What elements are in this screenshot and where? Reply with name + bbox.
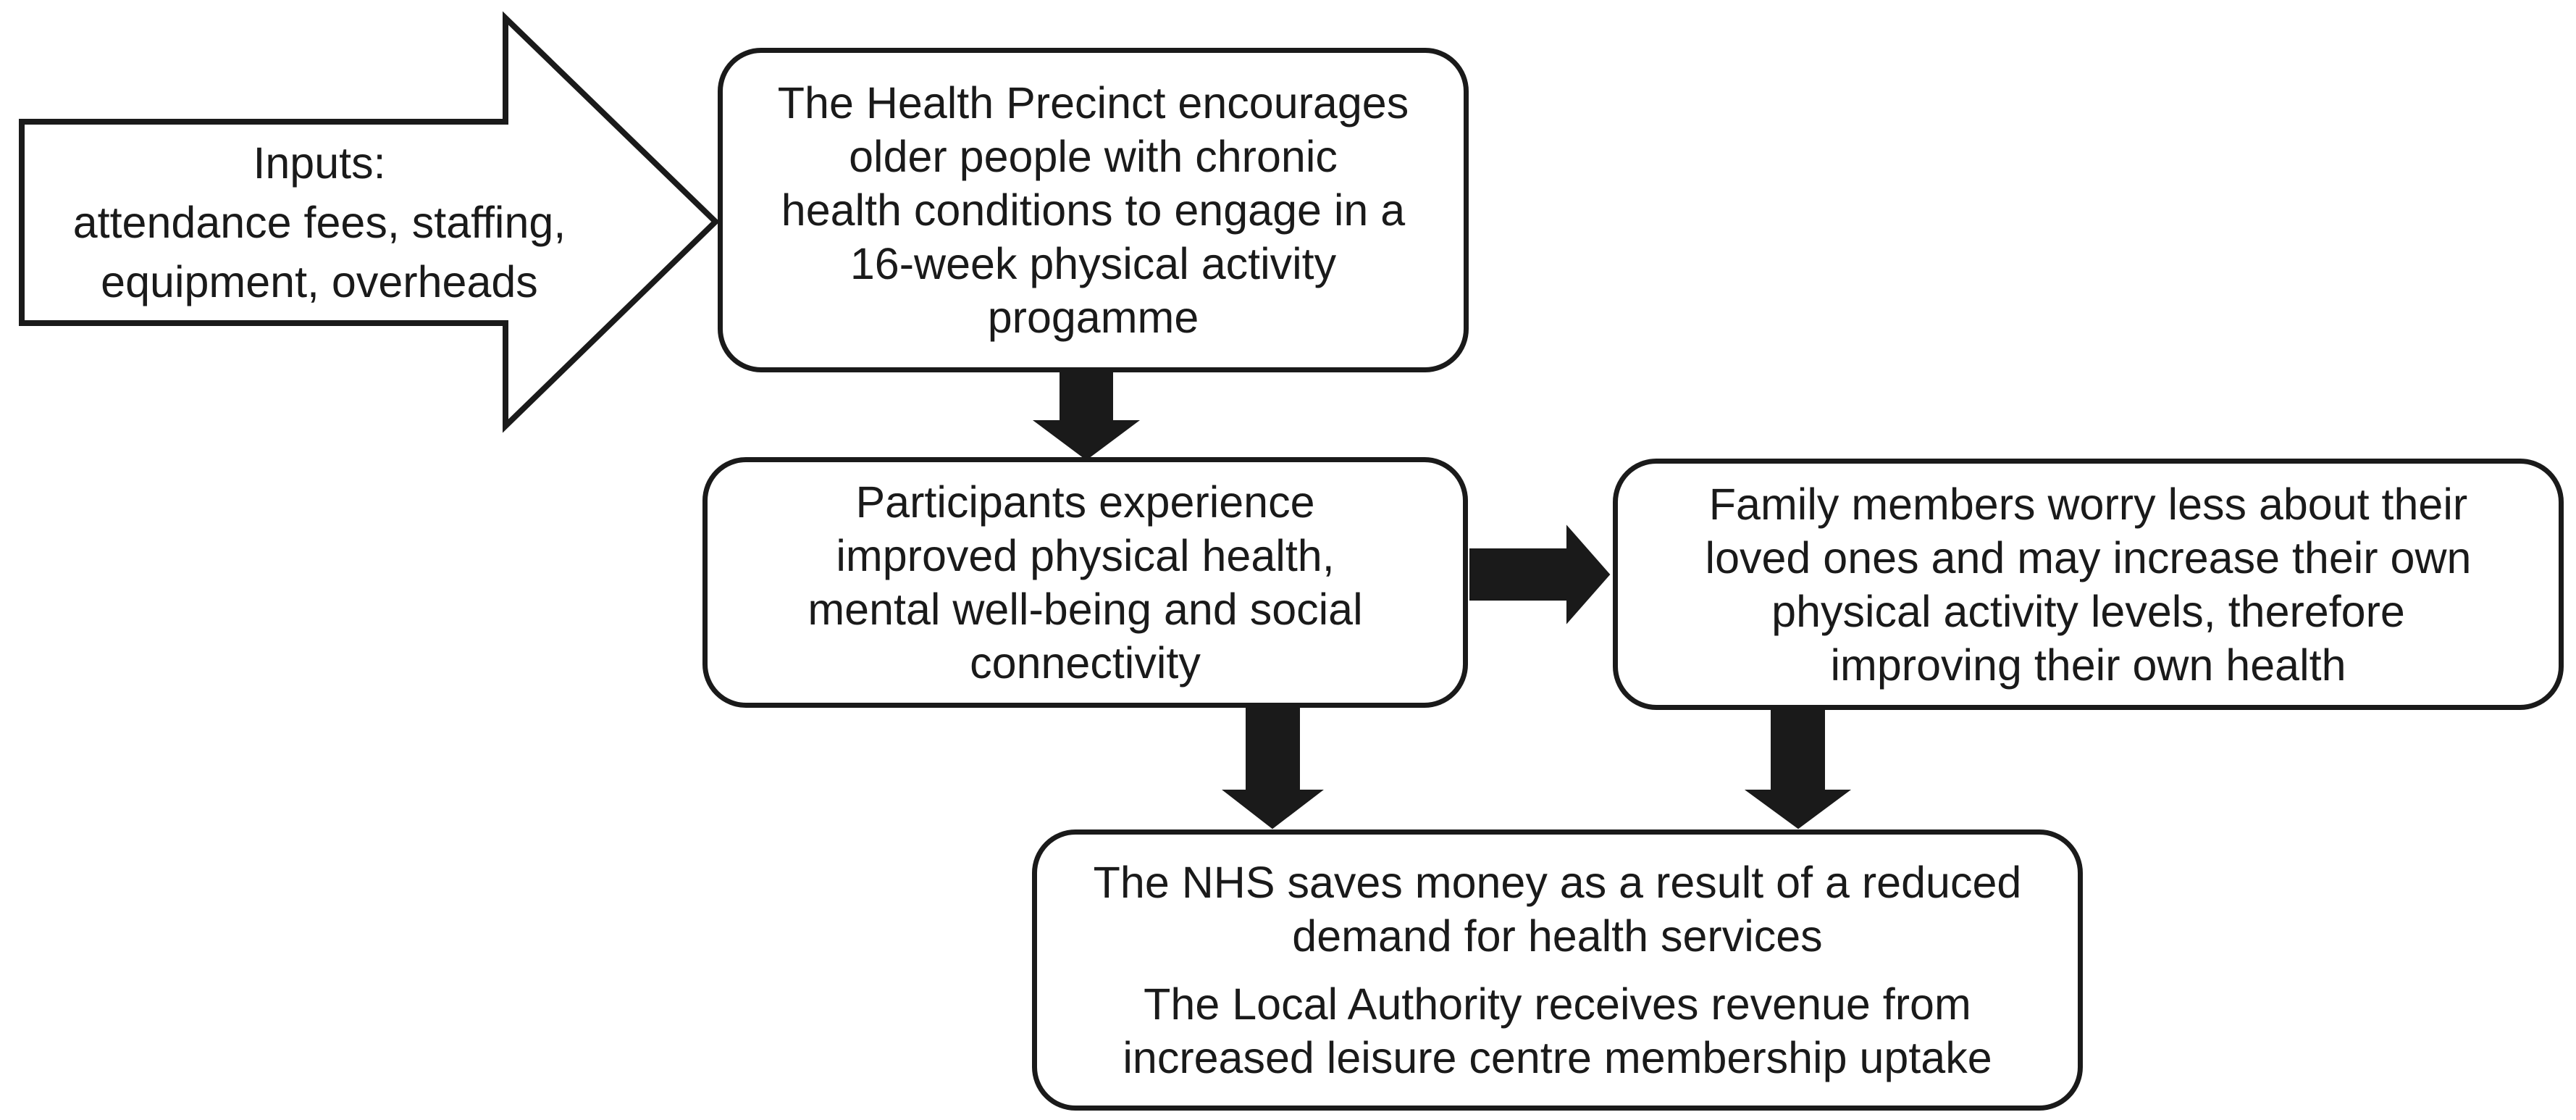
text-line: improved physical health,	[836, 531, 1335, 580]
text-line: improving their own health	[1830, 640, 2346, 690]
text-line: Inputs:	[253, 138, 386, 188]
outcomes-box: The NHS saves money as a result of a red…	[1032, 829, 2083, 1111]
text-line: The Health Precinct encourages	[777, 78, 1409, 128]
text-line: attendance fees, staffing,	[72, 198, 566, 247]
text-line: connectivity	[970, 638, 1201, 688]
text-line: physical activity levels, therefore	[1771, 586, 2405, 636]
text-line: The Local Authority receives revenue fro…	[1144, 979, 1971, 1029]
text-line: demand for health services	[1292, 911, 1823, 961]
text-line: equipment, overheads	[101, 257, 538, 306]
participants-box: Participants experience improved physica…	[702, 457, 1468, 708]
down-arrow-participants-to-outcomes	[1222, 706, 1324, 829]
text-line: Participants experience	[855, 477, 1315, 527]
down-arrow-programme-to-participants	[1032, 372, 1141, 461]
input-block-arrow-shape	[19, 11, 720, 433]
text-line: 16-week physical activity	[849, 239, 1337, 288]
text-line: loved ones and may increase their own	[1705, 532, 2472, 582]
nhs-savings-paragraph: The NHS saves money as a result of a red…	[1094, 856, 2022, 963]
family-box: Family members worry less about their lo…	[1613, 459, 2564, 710]
text-line: increased leisure centre membership upta…	[1123, 1033, 1992, 1082]
right-arrow-participants-to-family	[1469, 525, 1611, 624]
down-arrow-family-to-outcomes	[1744, 708, 1852, 829]
text-line: mental well-being and social	[807, 585, 1363, 634]
input-arrow-label: Inputs: attendance fees, staffing, equip…	[20, 122, 619, 323]
text-line: health conditions to engage in a	[781, 185, 1406, 235]
local-authority-paragraph: The Local Authority receives revenue fro…	[1123, 977, 1992, 1085]
text-line: Family members worry less about their	[1708, 479, 2468, 529]
text-line: older people with chronic	[849, 132, 1338, 181]
text-line: The NHS saves money as a result of a red…	[1093, 858, 2022, 907]
programme-box: The Health Precinct encourages older peo…	[718, 48, 1469, 372]
text-line: progamme	[987, 293, 1199, 342]
